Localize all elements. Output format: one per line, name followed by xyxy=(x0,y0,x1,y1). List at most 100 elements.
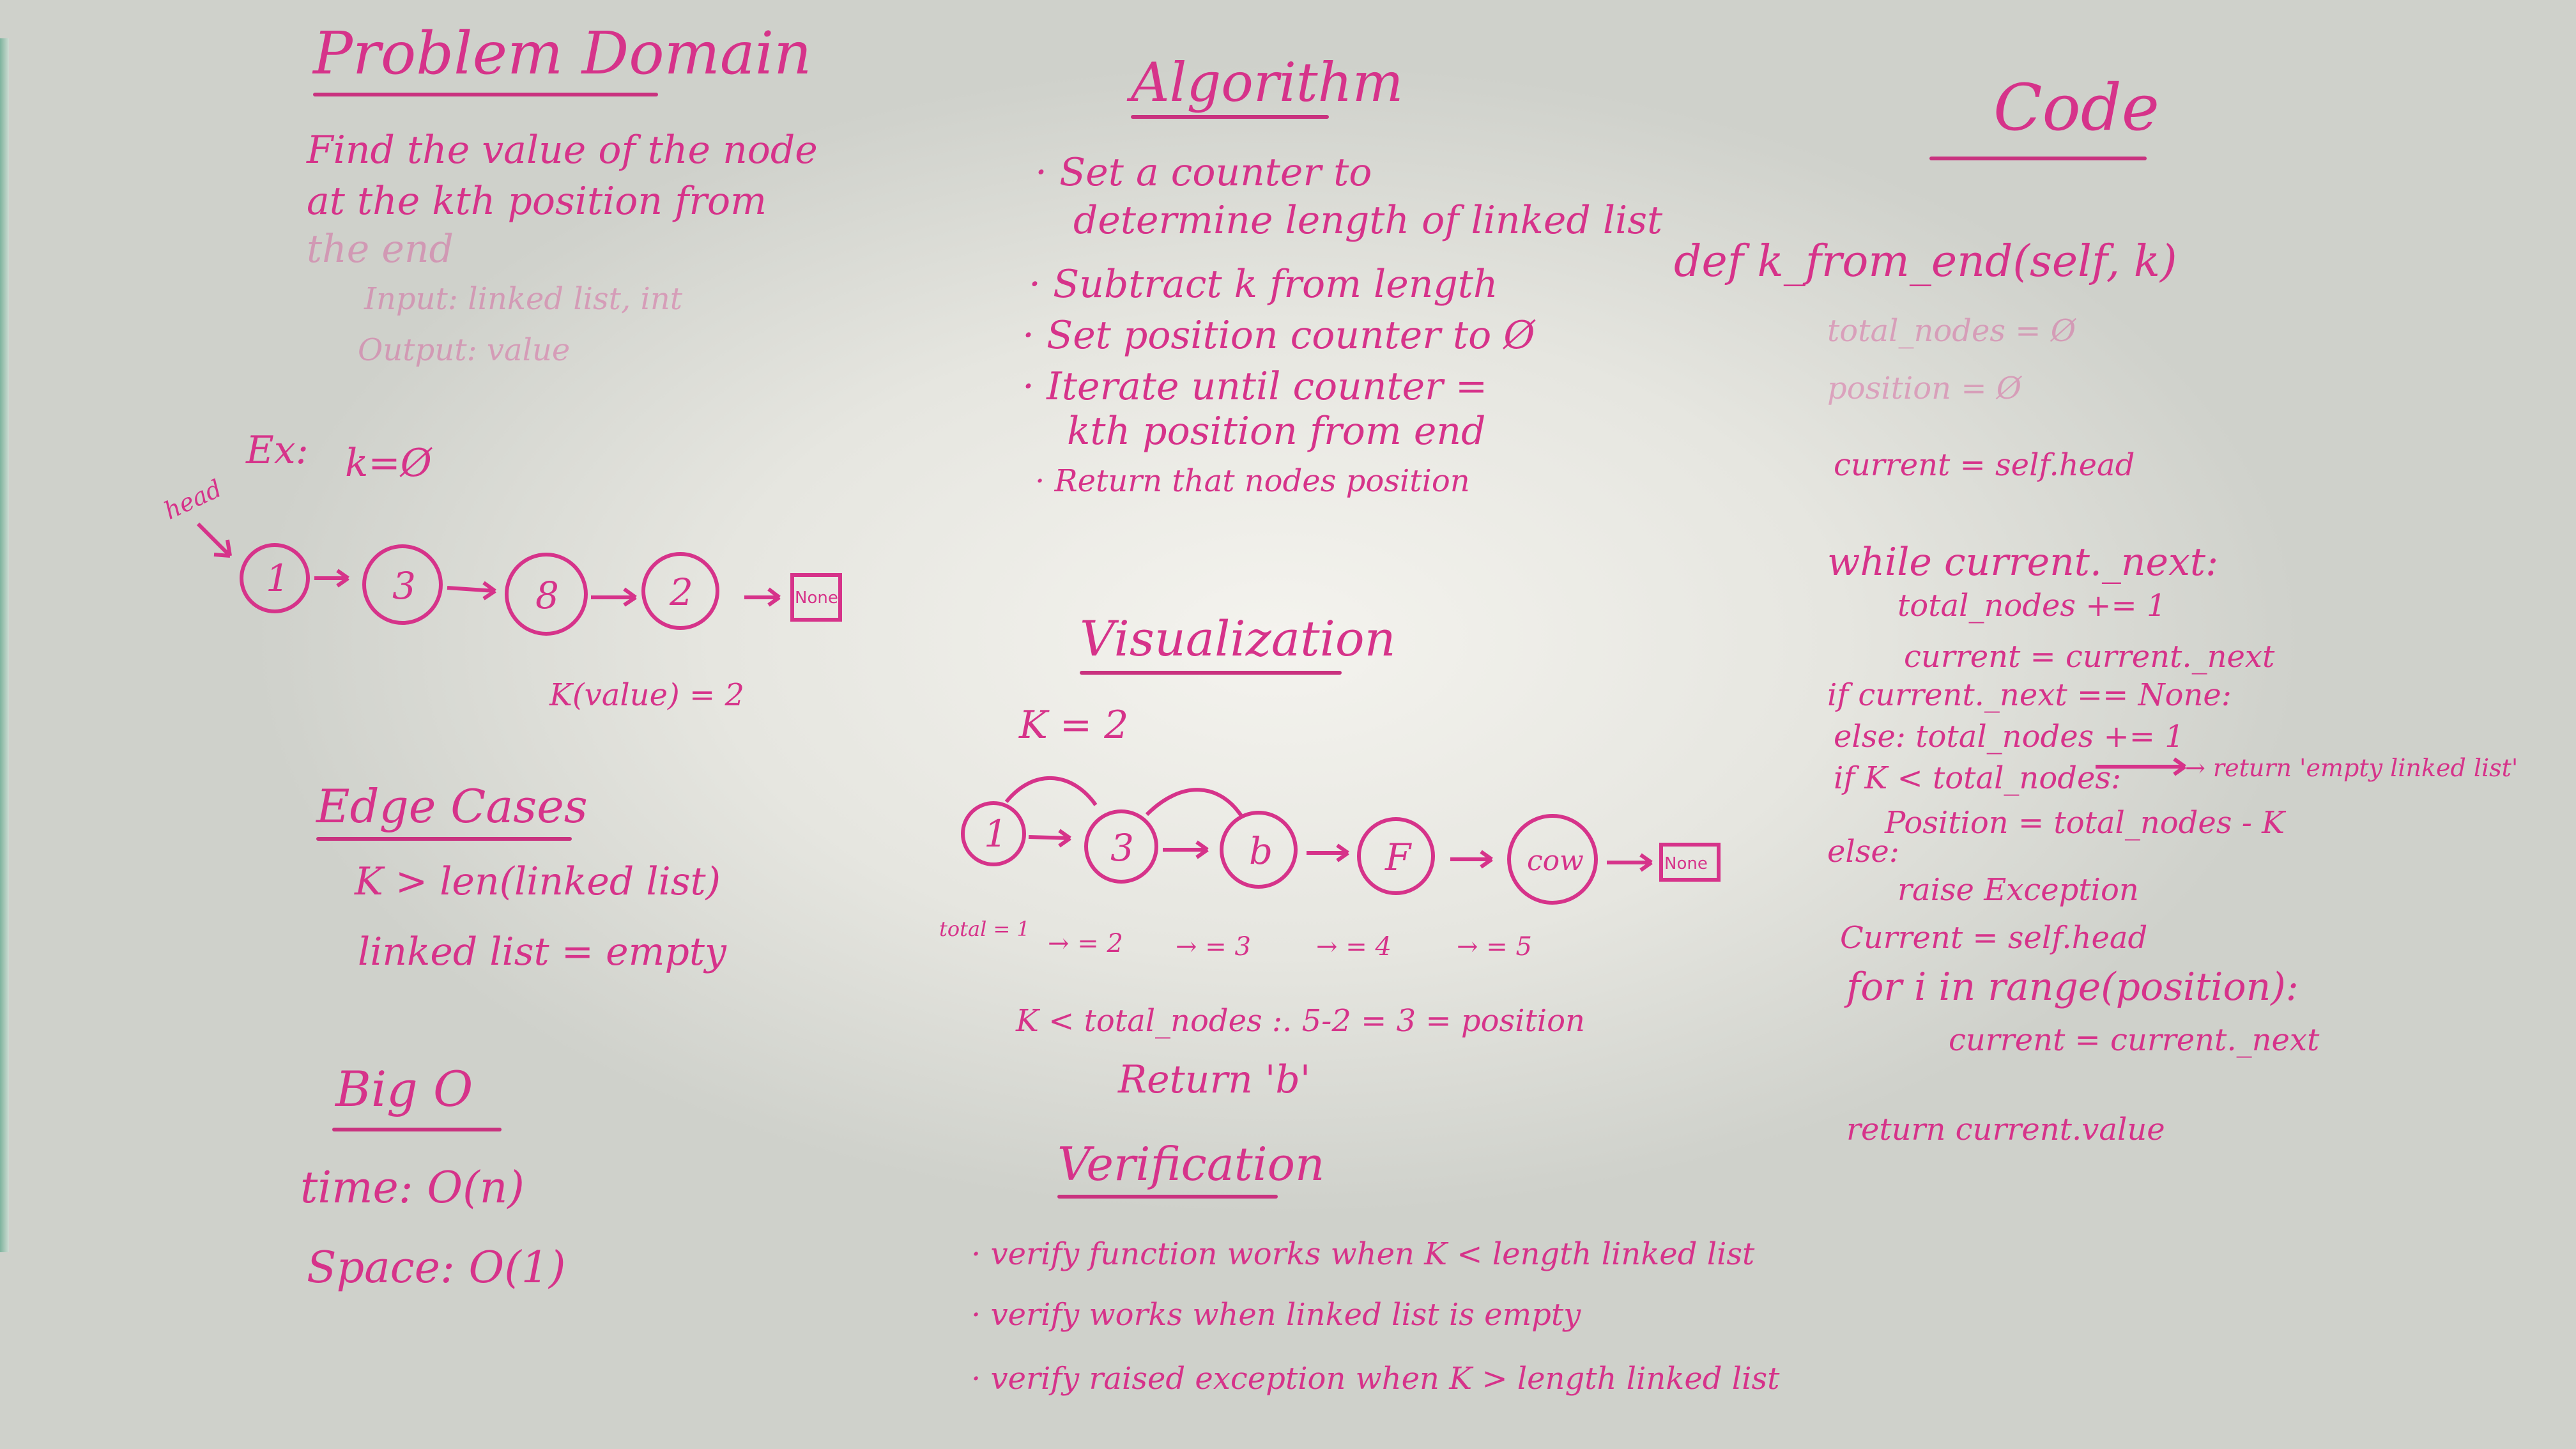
edge-case-1: K > len(linked list) xyxy=(355,859,721,904)
viz-arrow-2 xyxy=(1163,840,1209,859)
problem-line-3: the end xyxy=(307,227,454,272)
algorithm-step-1b: determine length of linked list xyxy=(1073,198,1663,243)
viz-node-4-value: F xyxy=(1384,836,1412,879)
algorithm-step-2: · Subtract k from length xyxy=(1029,262,1498,307)
algorithm-step-5: · Return that nodes position xyxy=(1035,463,1470,499)
viz-arrow-5 xyxy=(1607,853,1653,872)
problem-input: Input: linked list, int xyxy=(364,281,683,317)
code-line-current-head: Current = self.head xyxy=(1840,920,2148,956)
code-line-if-k: if K < total_nodes: xyxy=(1834,760,2122,796)
example-node-4-value: 2 xyxy=(669,571,693,614)
code-line-raise: raise Exception xyxy=(1897,872,2139,908)
visualization-title: Visualization xyxy=(1080,610,1396,667)
example-arrow-1 xyxy=(314,569,349,588)
viz-node-3: b xyxy=(1220,811,1298,889)
algorithm-step-4b: kth position from end xyxy=(1067,409,1486,454)
viz-hop-arrow-2 xyxy=(1145,788,1245,819)
verification-item-3: · verify raised exception when K > lengt… xyxy=(971,1361,1780,1397)
example-node-3: 8 xyxy=(505,553,588,636)
problem-line-2: at the kth position from xyxy=(307,179,767,224)
example-node-4: 2 xyxy=(641,552,719,630)
verification-title: Verification xyxy=(1057,1137,1325,1191)
algorithm-title: Algorithm xyxy=(1131,51,1404,114)
viz-node-1: 1 xyxy=(961,801,1026,866)
board-frame-edge xyxy=(0,38,9,1252)
big-o-time: time: O(n) xyxy=(300,1163,525,1213)
big-o-underline xyxy=(332,1128,502,1131)
code-title: Code xyxy=(1993,70,2159,145)
example-arrow-3 xyxy=(591,587,637,607)
edge-case-2: linked list = empty xyxy=(358,930,726,974)
viz-total-2: → = 2 xyxy=(1048,929,1123,958)
code-line-if-none: if current._next == None: xyxy=(1827,677,2232,713)
example-node-3-value: 8 xyxy=(535,574,559,617)
code-line-position-calc: Position = total_nodes - K xyxy=(1885,805,2285,841)
code-line-else: else: xyxy=(1827,834,1899,870)
viz-node-4: F xyxy=(1357,817,1435,895)
viz-arrow-4 xyxy=(1450,850,1493,869)
code-line-loop-advance: current = current._next xyxy=(1949,1022,2320,1058)
viz-node-1-value: 1 xyxy=(984,812,1008,855)
problem-domain-title: Problem Domain xyxy=(313,19,812,88)
viz-none-box: None xyxy=(1659,843,1721,882)
algorithm-step-3: · Set position counter to Ø xyxy=(1022,313,1535,358)
code-line-def: def k_from_end(self, k) xyxy=(1674,236,2177,287)
verification-item-1: · verify function works when K < length … xyxy=(971,1236,1755,1272)
visualization-return: Return 'b' xyxy=(1118,1057,1311,1102)
code-line-current: current = self.head xyxy=(1834,447,2135,483)
viz-node-3-value: b xyxy=(1249,829,1273,873)
code-line-else-increment: else: total_nodes += 1 xyxy=(1834,719,2184,755)
code-line-advance: current = current._next xyxy=(1904,639,2275,675)
viz-hop-arrow-1 xyxy=(1004,776,1098,806)
viz-none-label: None xyxy=(1664,854,1708,873)
example-node-2-value: 3 xyxy=(392,564,416,608)
code-line-return-empty: → return 'empty linked list' xyxy=(2185,754,2518,782)
viz-node-5-value: cow xyxy=(1527,845,1584,877)
verification-underline xyxy=(1057,1195,1278,1199)
example-none-label: None xyxy=(795,588,838,608)
example-arrow-2 xyxy=(447,581,496,601)
example-arrow-4 xyxy=(744,587,781,607)
visualization-calc: K < total_nodes :. 5-2 = 3 = position xyxy=(1016,1003,1585,1039)
code-underline xyxy=(1929,157,2147,160)
code-line-total: total_nodes = Ø xyxy=(1827,313,2076,349)
algorithm-step-4: · Iterate until counter = xyxy=(1022,364,1488,409)
viz-node-5: cow xyxy=(1507,814,1598,905)
edge-cases-title: Edge Cases xyxy=(316,779,588,833)
viz-total-1: total = 1 xyxy=(939,917,1030,941)
big-o-space: Space: O(1) xyxy=(307,1243,566,1293)
code-line-while: while current._next: xyxy=(1827,540,2219,585)
example-k: k=Ø xyxy=(345,441,432,486)
problem-output: Output: value xyxy=(358,332,571,368)
code-line-for: for i in range(position): xyxy=(1846,965,2299,1009)
head-pointer-arrow xyxy=(196,522,232,558)
code-line-return-value: return current.value xyxy=(1846,1112,2165,1147)
example-node-1-value: 1 xyxy=(266,556,289,600)
example-node-1: 1 xyxy=(240,543,310,613)
algorithm-underline xyxy=(1131,115,1329,119)
viz-node-2: 3 xyxy=(1084,809,1158,884)
big-o-title: Big O xyxy=(335,1061,473,1117)
verification-item-2: · verify works when linked list is empty xyxy=(971,1297,1581,1333)
algorithm-step-1: · Set a counter to xyxy=(1035,150,1372,195)
visualization-underline xyxy=(1080,671,1342,675)
code-return-arrow xyxy=(2096,757,2186,776)
code-line-increment: total_nodes += 1 xyxy=(1897,588,2166,624)
viz-arrow-1 xyxy=(1028,829,1071,848)
viz-arrow-3 xyxy=(1307,843,1349,862)
viz-total-3: → = 3 xyxy=(1176,932,1251,962)
visualization-k: K = 2 xyxy=(1019,703,1129,747)
code-line-position: position = Ø xyxy=(1827,371,2022,406)
example-label: Ex: xyxy=(246,428,309,473)
example-result: K(value) = 2 xyxy=(549,677,744,713)
example-none-box: None xyxy=(790,573,842,622)
example-node-2: 3 xyxy=(362,544,443,625)
viz-node-2-value: 3 xyxy=(1110,826,1134,870)
viz-total-5: → = 5 xyxy=(1457,932,1532,962)
edge-cases-underline xyxy=(316,837,572,841)
viz-total-4: → = 4 xyxy=(1316,932,1392,962)
problem-domain-underline xyxy=(313,93,658,96)
problem-line-1: Find the value of the node xyxy=(307,128,818,172)
